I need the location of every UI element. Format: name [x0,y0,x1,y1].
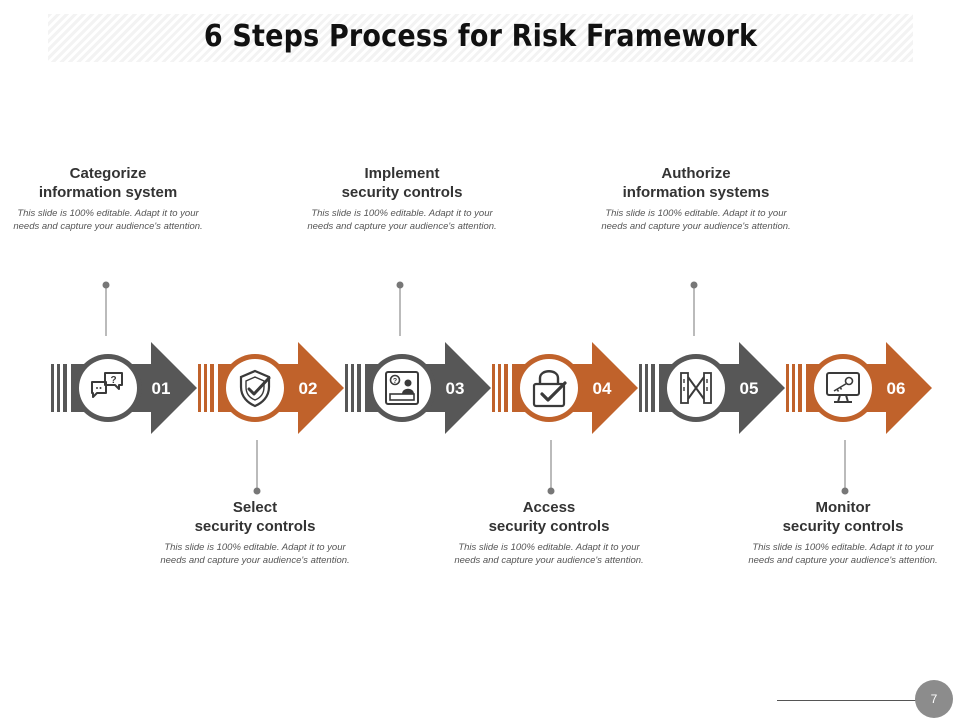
step-circle-inner [226,359,284,417]
gate-post-left [680,372,689,404]
step-title-line1: Authorize [661,165,731,182]
check-mark [540,381,567,402]
chat-question-icon: ? [91,372,123,398]
chevron-bar [786,364,789,412]
chevron-bar [798,364,802,412]
step-05: 05 [639,281,785,434]
monitor-screen [826,372,860,396]
chevron-bar [651,364,655,412]
step-description: This slide is 100% editable. Adapt it to… [454,542,644,566]
title-bar: 6 Steps Process for Risk Framework [48,14,913,62]
chevron-bar [498,364,501,412]
connector-dot [253,487,261,495]
chevron-bar [639,364,642,412]
step-number: 04 [593,379,612,398]
step-circle-inner [814,359,872,417]
footer-line [777,700,917,701]
step-description: This slide is 100% editable. Adapt it to… [13,208,203,232]
connector-dot [102,281,110,289]
connector-dot [547,487,555,495]
connector-dot [841,487,849,495]
gate-marks [683,379,708,391]
lock-shackle [538,370,560,384]
shield-outline [239,369,271,408]
chevron-bar [57,364,60,412]
lock-body [532,382,566,408]
connector-dot [396,281,404,289]
step-title-line2: security controls [341,184,463,201]
monitor-stand [834,394,852,403]
step-description: This slide is 100% editable. Adapt it to… [160,542,350,566]
step-description: This slide is 100% editable. Adapt it to… [748,542,938,566]
slide-title: 6 Steps Process for Risk Framework [203,19,758,54]
chevron-bar [504,364,508,412]
step-04: 04 [492,342,638,495]
step-02: 02 [198,342,344,495]
step-number: 03 [446,379,465,398]
question-mark: ? [110,375,116,386]
monitor-key-icon [826,372,860,403]
help-desk-icon: ? [385,371,419,405]
chat-bubble [104,372,123,390]
question-mark: ? [393,378,397,385]
person-head [404,379,412,387]
step-title-line2: security controls [194,518,316,535]
shield-inner [245,376,265,401]
chevron-bar [357,364,361,412]
step-number: 01 [152,379,171,398]
shield-check-icon [239,369,271,408]
step-title-line2: security controls [488,518,610,535]
step-number: 02 [299,379,318,398]
gate-bars [687,376,705,400]
speech-circle [389,374,401,386]
step-number: 05 [740,379,759,398]
step-description: This slide is 100% editable. Adapt it to… [601,208,791,232]
gate-post-right [703,372,712,404]
chevron-bar [204,364,207,412]
step-circle-inner [520,359,578,417]
step-03: ? 03 [345,281,491,434]
step-title-line1: Monitor [815,499,871,516]
step-title-line1: Access [522,499,576,516]
step-description: This slide is 100% editable. Adapt it to… [307,208,497,232]
chevron-bar [210,364,214,412]
check-mark [247,376,271,396]
frame [385,371,419,405]
step-01: ? 01 [51,281,197,434]
chevron-bar [351,364,354,412]
step-title-line2: information systems [622,184,770,201]
step-06: 06 [786,342,932,495]
gate-icon [680,372,712,404]
chevron-bar [645,364,648,412]
chevron-bar [198,364,201,412]
key-shaft [833,382,847,392]
person-body [402,388,414,394]
step-title-line1: Categorize [69,165,147,182]
step-circle-inner [373,359,431,417]
chevron-bar [492,364,495,412]
page-number: 7 [915,680,953,718]
step-title-line2: security controls [782,518,904,535]
desk [389,393,415,401]
chevron-bar [345,364,348,412]
chevron-bar [63,364,67,412]
padlock-check-icon [532,370,567,408]
key-ring [844,376,854,386]
connector-dot [690,281,698,289]
step-circle-inner [79,359,137,417]
step-title-line1: Implement [364,165,440,182]
step-title-line2: information system [38,184,178,201]
chevron-bar [51,364,54,412]
step-number: 06 [887,379,906,398]
chevron-bar [792,364,795,412]
step-title-line1: Select [232,499,278,516]
